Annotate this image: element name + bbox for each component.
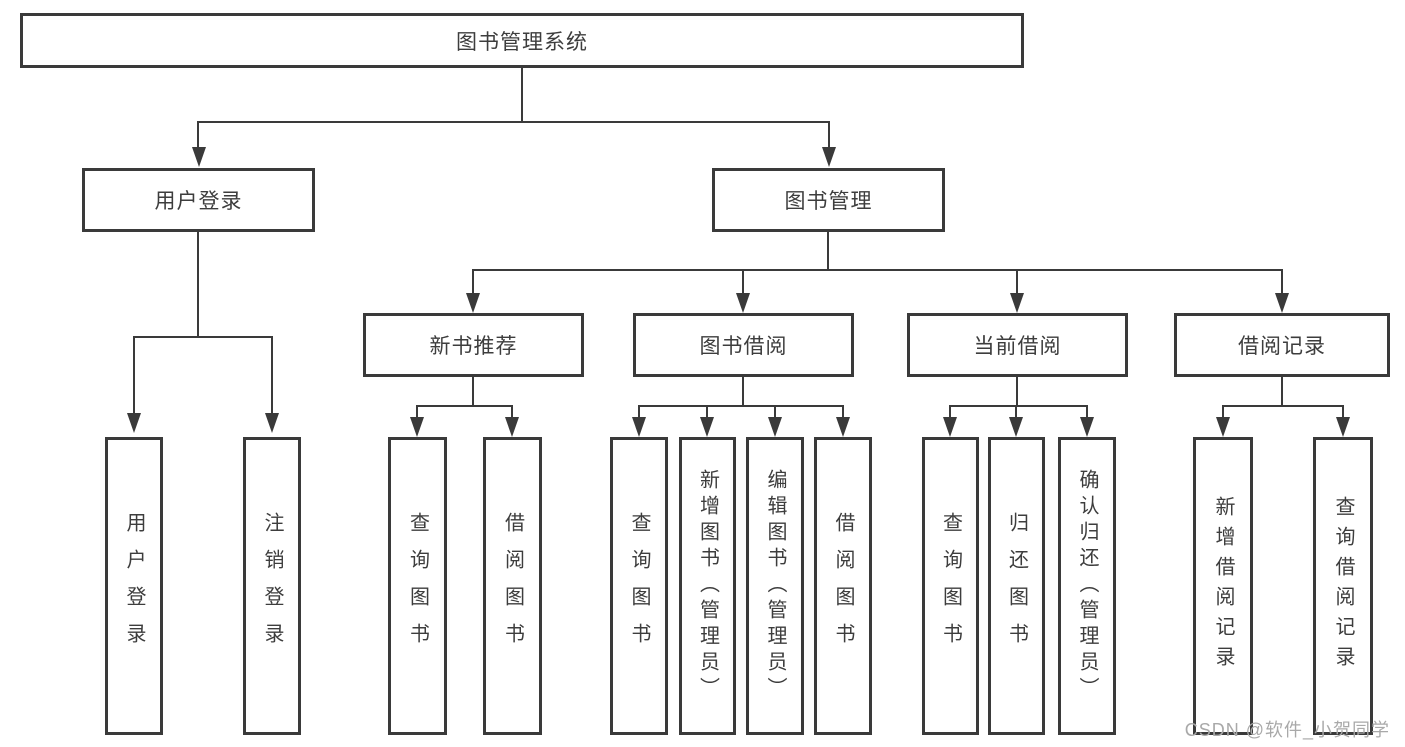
- node-borrow-records: 借阅记录: [1174, 313, 1390, 377]
- arrowhead-gd-2: [1336, 417, 1350, 437]
- leaf-confirm-return-admin: 确认归还（管理员）: [1058, 437, 1116, 735]
- node-new-book-recommend: 新书推荐: [363, 313, 584, 377]
- leaf-user-login-label: 用户登录: [123, 512, 145, 660]
- connector-l2-rail: [197, 121, 830, 123]
- leaf-edit-book-admin: 编辑图书（管理员）: [746, 437, 804, 735]
- leaf-query-books-borrow: 查询图书: [610, 437, 668, 735]
- node-current-borrow-label: 当前借阅: [973, 335, 1062, 358]
- connector-gd-shaft-1: [1222, 405, 1224, 419]
- connector-user-stem: [197, 232, 199, 337]
- leaf-add-book-admin-label: 新增图书（管理员）: [696, 469, 719, 703]
- arrowhead-gc-3: [1080, 417, 1094, 437]
- connector-l3-shaft-a: [472, 269, 474, 295]
- leaf-borrow-books-recommend-label: 借阅图书: [501, 512, 524, 660]
- connector-gb-shaft-3: [774, 405, 776, 419]
- arrowhead-ga-1: [410, 417, 424, 437]
- connector-gb-shaft-2: [706, 405, 708, 419]
- connector-gb-stem: [742, 377, 744, 406]
- leaf-query-books-recommend-label: 查询图书: [406, 512, 429, 660]
- connector-user-rail: [133, 336, 273, 338]
- arrowhead-gb-2: [700, 417, 714, 437]
- node-new-book-recommend-label: 新书推荐: [429, 335, 518, 358]
- leaf-logout: 注销登录: [243, 437, 301, 735]
- connector-ga-stem: [472, 377, 474, 406]
- arrowhead-book-borrow: [736, 293, 750, 313]
- connector-ga-shaft-1: [416, 405, 418, 419]
- node-root-label: 图书管理系统: [456, 30, 588, 54]
- connector-gc-shaft-1: [949, 405, 951, 419]
- leaf-query-books-recommend: 查询图书: [388, 437, 447, 735]
- leaf-add-book-admin: 新增图书（管理员）: [679, 437, 736, 735]
- arrowhead-leaf-logout: [265, 413, 279, 433]
- connector-gb-rail: [638, 405, 844, 407]
- connector-l3-rail: [472, 269, 1283, 271]
- leaf-user-login: 用户登录: [105, 437, 163, 735]
- leaf-confirm-return-admin-label: 确认归还（管理员）: [1076, 469, 1098, 703]
- connector-mgmt-stem: [827, 232, 829, 270]
- leaf-return-book: 归还图书: [988, 437, 1045, 735]
- connector-user-right-shaft: [271, 336, 273, 415]
- arrowhead-new-book: [466, 293, 480, 313]
- leaf-borrow-books-borrow: 借阅图书: [814, 437, 872, 735]
- connector-gd-stem: [1281, 377, 1283, 406]
- node-book-mgmt: 图书管理: [712, 168, 945, 232]
- node-book-borrow-label: 图书借阅: [699, 335, 788, 358]
- node-user-login: 用户登录: [82, 168, 315, 232]
- watermark: CSDN @软件_小贺同学: [1184, 720, 1390, 740]
- arrowhead-gb-1: [632, 417, 646, 437]
- connector-gc-stem: [1016, 377, 1018, 406]
- arrowhead-gb-3: [768, 417, 782, 437]
- connector-gc-rail: [949, 405, 1088, 407]
- arrowhead-gb-4: [836, 417, 850, 437]
- connector-root-stem: [521, 68, 523, 122]
- arrowhead-current-borrow: [1010, 293, 1024, 313]
- leaf-logout-label: 注销登录: [261, 512, 283, 660]
- node-root: 图书管理系统: [20, 13, 1024, 68]
- connector-ga-rail: [416, 405, 513, 407]
- leaf-query-borrow-record-label: 查询借阅记录: [1332, 496, 1354, 676]
- leaf-add-borrow-record-label: 新增借阅记录: [1212, 496, 1234, 676]
- leaf-borrow-books-recommend: 借阅图书: [483, 437, 542, 735]
- arrowhead-gc-1: [943, 417, 957, 437]
- connector-gb-shaft-1: [638, 405, 640, 419]
- arrowhead-ga-2: [505, 417, 519, 437]
- leaf-query-books-current-label: 查询图书: [939, 512, 962, 660]
- leaf-borrow-books-borrow-label: 借阅图书: [832, 512, 854, 660]
- connector-gd-shaft-2: [1342, 405, 1344, 419]
- node-book-mgmt-label: 图书管理: [784, 190, 873, 213]
- connector-l2-right-shaft: [828, 121, 830, 149]
- leaf-return-book-label: 归还图书: [1005, 512, 1028, 660]
- node-book-borrow: 图书借阅: [633, 313, 854, 377]
- connector-gb-shaft-4: [842, 405, 844, 419]
- leaf-query-borrow-record: 查询借阅记录: [1313, 437, 1373, 735]
- connector-l3-shaft-c: [1016, 269, 1018, 295]
- leaf-add-borrow-record: 新增借阅记录: [1193, 437, 1253, 735]
- node-user-login-label: 用户登录: [154, 190, 243, 213]
- connector-l2-left-shaft: [197, 121, 199, 149]
- connector-ga-shaft-2: [511, 405, 513, 419]
- connector-l3-shaft-d: [1281, 269, 1283, 295]
- connector-gc-shaft-3: [1086, 405, 1088, 419]
- arrowhead-borrow-records: [1275, 293, 1289, 313]
- leaf-query-books-borrow-label: 查询图书: [628, 512, 650, 660]
- leaf-query-books-current: 查询图书: [922, 437, 979, 735]
- connector-user-left-shaft: [133, 336, 135, 415]
- connector-gc-shaft-2: [1015, 405, 1017, 419]
- leaf-edit-book-admin-label: 编辑图书（管理员）: [764, 469, 786, 703]
- arrowhead-book-mgmt: [822, 147, 836, 167]
- connector-gd-rail: [1222, 405, 1344, 407]
- arrowhead-user-login: [192, 147, 206, 167]
- arrowhead-gc-2: [1009, 417, 1023, 437]
- node-current-borrow: 当前借阅: [907, 313, 1128, 377]
- arrowhead-leaf-user-login: [127, 413, 141, 433]
- node-borrow-records-label: 借阅记录: [1238, 335, 1326, 358]
- arrowhead-gd-1: [1216, 417, 1230, 437]
- connector-l3-shaft-b: [742, 269, 744, 295]
